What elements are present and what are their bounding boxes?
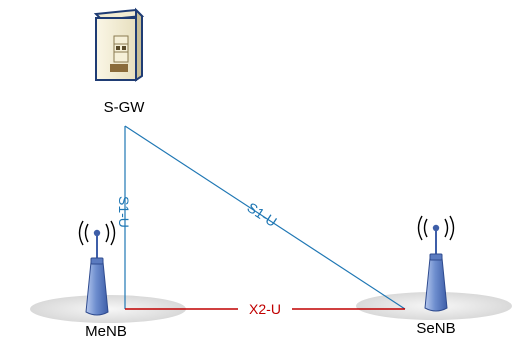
s1u-senb-label: S1-U: [244, 199, 279, 230]
s1u-senb-link: [124, 125, 406, 310]
s1u-menb-label: S1-U: [116, 196, 132, 228]
senb-label: SeNB: [416, 320, 455, 337]
menb-label: MeNB: [85, 323, 127, 340]
antenna-icon: [417, 215, 455, 312]
server-icon: [93, 7, 145, 82]
antenna-icon: [78, 220, 116, 316]
x2u-label: X2-U: [249, 301, 281, 317]
sgw-label: S-GW: [104, 99, 146, 116]
x2u-label-background: [238, 300, 292, 318]
